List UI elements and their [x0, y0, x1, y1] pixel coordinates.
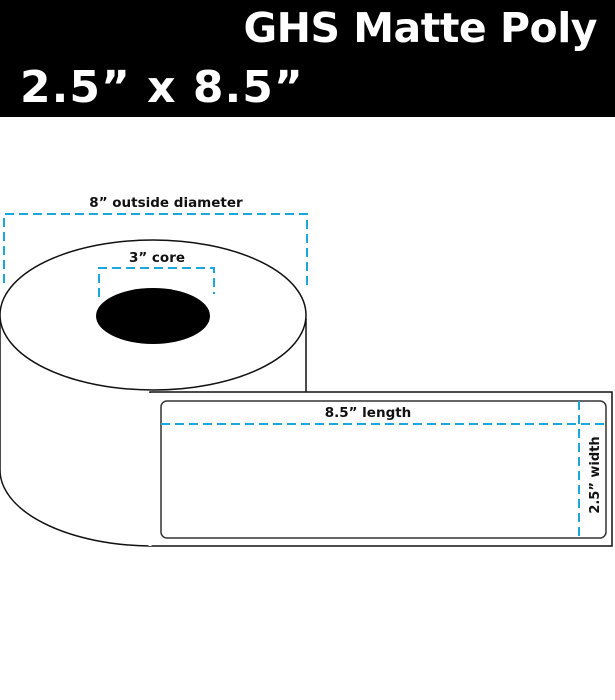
core-hole-icon	[96, 288, 210, 344]
core-label: 3” core	[129, 250, 185, 266]
length-label: 8.5” length	[325, 405, 412, 421]
product-title: GHS Matte Poly	[243, 4, 597, 52]
width-label: 2.5” width	[588, 436, 603, 513]
header-banner: GHS Matte Poly 2.5” x 8.5”	[0, 0, 615, 117]
outside-diameter-label: 8” outside diameter	[89, 195, 243, 211]
outside-diameter-bracket	[3, 213, 308, 290]
label-rect	[160, 400, 607, 539]
label-size: 2.5” x 8.5”	[20, 62, 304, 113]
core-bracket	[98, 267, 215, 297]
dimension-lines	[3, 213, 606, 538]
